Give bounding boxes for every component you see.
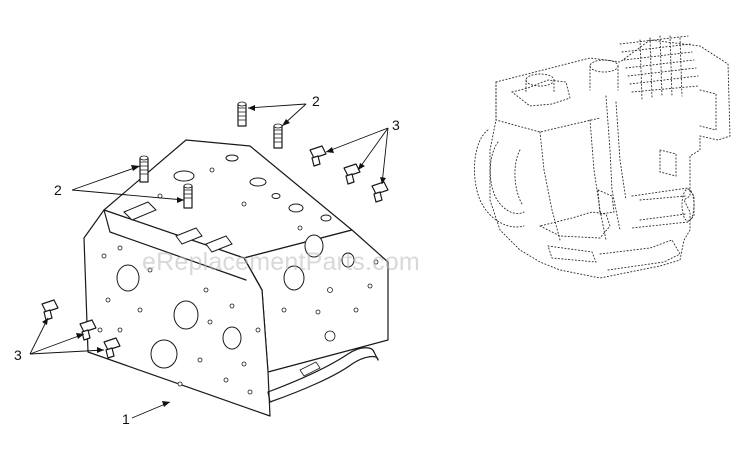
callout-3-top: 3: [392, 117, 400, 133]
callout-3-left: 3: [14, 347, 22, 363]
fitting: [183, 183, 193, 209]
nut: [41, 299, 59, 321]
nut: [309, 145, 327, 167]
frame-hole: [283, 265, 305, 291]
nut: [103, 337, 121, 359]
nut: [79, 319, 97, 341]
callout-2-top: 2: [312, 93, 320, 109]
fitting: [273, 123, 283, 149]
frame-hole: [222, 326, 242, 350]
frame-hole: [116, 264, 140, 292]
engine-phantom-outline: [474, 35, 731, 279]
frame-hole: [173, 300, 199, 330]
fitting: [139, 155, 149, 183]
frame-hole: [304, 234, 324, 258]
callout-leaders: [29, 103, 389, 419]
nut: [371, 181, 389, 203]
watermark-text: eReplacementParts.com: [142, 248, 420, 276]
nut: [343, 163, 361, 185]
frame-hole: [150, 339, 178, 369]
callout-1: 1: [122, 411, 130, 427]
callout-2-left: 2: [54, 182, 62, 198]
flange-nuts: [41, 145, 389, 359]
frame-assembly: [83, 139, 389, 417]
fitting: [237, 101, 247, 127]
